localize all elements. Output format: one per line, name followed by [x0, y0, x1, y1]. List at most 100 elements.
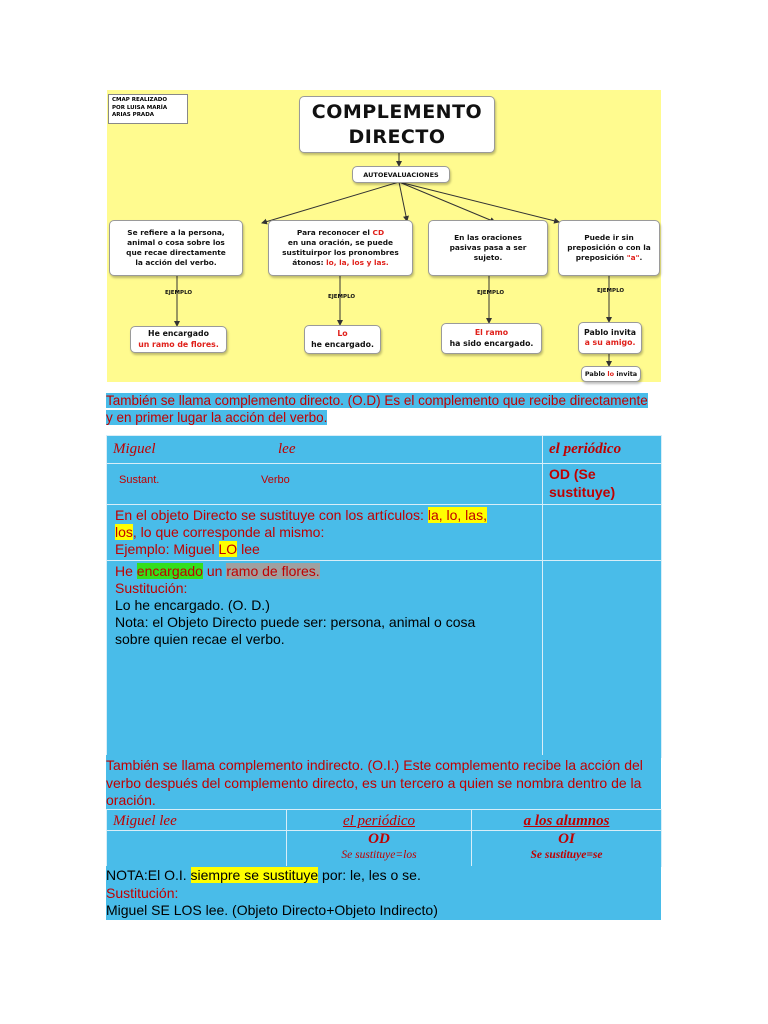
branch-line: que recae directamente [126, 248, 226, 257]
highlighted-pronoun: LO [218, 541, 238, 557]
table-row: Sustant. Verbo OD (Se sustituye) [106, 463, 662, 505]
example-line-red: un ramo de flores. [138, 339, 219, 349]
table-cell: OD (Se sustituye) [542, 463, 662, 505]
subject-label: Sustant. [119, 474, 160, 486]
title-line: COMPLEMENTO [311, 100, 483, 123]
branch-line: preposición o con la [567, 243, 651, 252]
cell-text: lee [237, 541, 260, 557]
table-cell [106, 830, 287, 867]
table-cell: OD Se sustituye=los [286, 830, 472, 867]
highlighted-verb: encargado [136, 563, 203, 579]
table-cell: el periódico [286, 809, 472, 831]
branch-text: Para reconocer el [296, 228, 373, 237]
credit-line: POR LUISA MARÍA [112, 104, 168, 111]
branch-text-red: "a" [626, 253, 640, 262]
branch-line: Para reconocer el CD [282, 228, 399, 238]
branch-line: Se refiere a la persona, [127, 228, 225, 237]
oi-substitution: Se sustituye=se [530, 849, 603, 861]
subject-word: Miguel [113, 441, 156, 457]
example-line: ha sido encargado. [449, 338, 534, 348]
table-cell: Sustant. Verbo [106, 463, 543, 505]
table-row: Miguel lee el periódico [106, 435, 662, 464]
paragraph-note: NOTA:El O.I. siempre se sustituye por: l… [106, 866, 661, 920]
example-line: he encargado. [311, 339, 374, 349]
verb-label: Verbo [261, 474, 290, 486]
oi-table: Miguel lee el periódico a los alumnos OD… [106, 809, 662, 867]
cell-text: un [202, 563, 227, 579]
branch-line: pasivas pasa a ser [449, 243, 527, 252]
note-text: NOTA:El O.I. [106, 867, 191, 883]
example-node-5: Pablo lo invita [581, 366, 641, 382]
table-cell: el periódico [542, 435, 662, 464]
credit-line: ARIAS PRADA [112, 112, 155, 118]
paragraph-text: También se llama complemento indirecto. … [106, 757, 643, 808]
map-credit: CMAP REALIZADO POR LUISA MARÍA ARIAS PRA… [108, 94, 188, 124]
branch-text-red: lo, la, los y las. [326, 258, 389, 267]
branch-text: preposición [575, 253, 627, 262]
paragraph-oi-definition: También se llama complemento indirecto. … [106, 755, 661, 810]
table-cell: En el objeto Directo se sustituye con lo… [106, 504, 543, 561]
note-text: Sustitución: [106, 884, 179, 901]
example-line-red: El ramo [474, 328, 509, 337]
example-text-red: lo [607, 369, 615, 378]
highlighted-note: siempre se sustituye [190, 867, 319, 883]
example-text: invita [614, 369, 638, 378]
branch-line: En las oraciones [454, 233, 522, 242]
branch-node-4: Puede ir sin preposición o con la prepos… [558, 220, 660, 276]
ejemplo-label: EJEMPLO [597, 288, 625, 294]
credit-line: CMAP REALIZADO [112, 97, 167, 103]
example-line-red: a su amigo. [584, 338, 636, 347]
table-cell: Miguel lee [106, 809, 287, 831]
example-text: Pablo [584, 369, 608, 378]
table-cell [542, 504, 662, 561]
ejemplo-label: EJEMPLO [165, 290, 193, 296]
paragraph-line: También se llama complemento directo. (O… [106, 393, 648, 408]
branch-line: sujeto. [473, 253, 503, 262]
cell-text: Lo he encargado. (O. D.) [115, 597, 270, 613]
table-row: OD Se sustituye=los OI Se sustituye=se [106, 830, 662, 867]
cell-text: Sustitución: [115, 580, 188, 596]
highlighted-object: ramo de flores. [226, 563, 320, 579]
branch-node-1: Se refiere a la persona, animal o cosa s… [109, 220, 243, 276]
concept-map: CMAP REALIZADO POR LUISA MARÍA ARIAS PRA… [107, 90, 661, 382]
ejemplo-label: EJEMPLO [477, 290, 505, 296]
table-cell: He encargado un ramo de flores. Sustituc… [106, 560, 543, 758]
subject-verb: Miguel lee [113, 813, 177, 829]
branch-line: preposición "a". [567, 253, 651, 263]
cell-text: He [115, 563, 137, 579]
example-line: Pablo invita [583, 327, 637, 337]
branch-node-3: En las oraciones pasivas pasa a ser suje… [428, 220, 548, 276]
branch-line: Puede ir sin [584, 233, 634, 242]
example-line: He encargado [148, 329, 209, 338]
table-row: Miguel lee el periódico a los alumnos [106, 809, 662, 831]
od-substitution: Se sustituye=los [341, 849, 417, 861]
table-row: En el objeto Directo se sustituye con lo… [106, 504, 662, 561]
branch-text: átonos: [292, 258, 327, 267]
highlighted-articles: los [115, 524, 133, 540]
branch-line: sustituirpor los pronombres [282, 248, 399, 257]
branch-text: . [639, 253, 643, 262]
note-text: Miguel SE LOS lee. (Objeto Directo+Objet… [106, 902, 438, 918]
ejemplo-label: EJEMPLO [328, 294, 356, 300]
od-label: OD [368, 831, 390, 847]
cell-text: sobre quien recae el verbo. [115, 631, 285, 647]
branch-text-red: CD [372, 228, 385, 237]
example-line-red: Lo [337, 329, 348, 338]
od-table: Miguel lee el periódico Sustant. Verbo OD … [106, 435, 662, 758]
branch-line: la acción del verbo. [135, 258, 217, 267]
note-text: por: le, les o se. [318, 867, 421, 883]
table-cell: a los alumnos [471, 809, 662, 831]
verb-word: lee [278, 441, 296, 457]
cell-text: , lo que corresponde al mismo: [132, 524, 325, 540]
branch-line: animal o cosa sobre los [127, 238, 225, 247]
autoevaluaciones-label: AUTOEVALUACIONES [363, 170, 439, 179]
paragraph-line: y en primer lugar la acción del verbo. [106, 410, 328, 425]
cell-text: En el objeto Directo se sustituye con lo… [115, 507, 428, 523]
autoevaluaciones-node: AUTOEVALUACIONES [352, 166, 450, 183]
paragraph-od-definition: También se llama complemento directo. (O… [106, 392, 661, 426]
